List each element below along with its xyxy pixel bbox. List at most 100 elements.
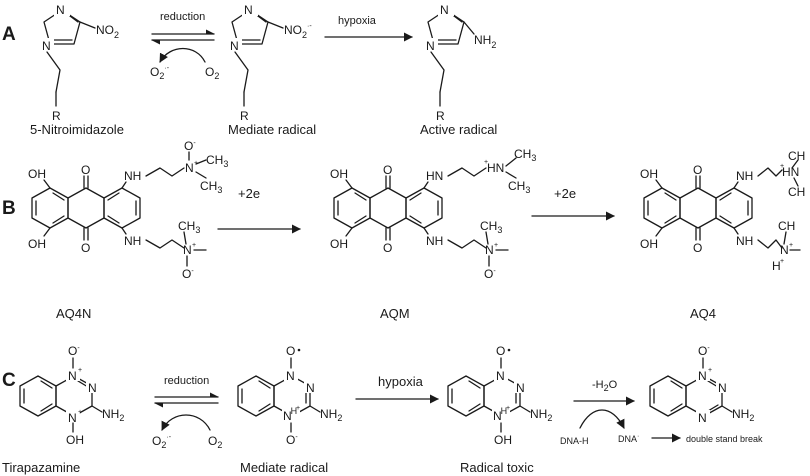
svg-text:O: O (693, 241, 702, 255)
hypoxia-arrow-a: hypoxia (324, 15, 413, 42)
compound-label-mediate-radical-c: Mediate radical (240, 460, 328, 475)
mediate-radical-c-structure: N N NH + O O- NH2 (237, 344, 342, 447)
compound-label-nitroimidazole: 5-Nitroimidazole (30, 122, 124, 137)
svg-text:O: O (693, 163, 702, 177)
svg-text:DNA·: DNA· (618, 433, 639, 444)
svg-text:N: N (88, 381, 97, 395)
svg-text:+: + (780, 163, 784, 170)
svg-text:CH3: CH3 (200, 179, 222, 195)
compound-label-aqm: AQM (380, 306, 410, 321)
nitroimidazole-structure: N N NO2 R (40, 2, 119, 123)
reduction-arrow-b2: +2e (531, 186, 615, 221)
svg-text:NH2: NH2 (530, 407, 552, 423)
svg-text:N: N (230, 39, 239, 53)
reduction-arrow-c: reduction O2·- O2 (152, 375, 222, 450)
svg-text:N: N (244, 3, 253, 17)
svg-text:NH: NH (124, 234, 141, 248)
svg-text:NH: NH (736, 169, 753, 183)
svg-text:hypoxia: hypoxia (338, 15, 377, 27)
svg-text:N: N (183, 243, 192, 257)
svg-text:N: N (306, 381, 315, 395)
tirapazamine-structure: N N N + + O- OH NH2 (19, 344, 124, 447)
svg-text:O2·-: O2·- (150, 65, 170, 81)
svg-text:CH: CH (788, 149, 805, 163)
svg-text:NH: NH (736, 234, 753, 248)
aqm-structure: O O OH OH HN HN + CH3 CH3 NH N + O- CH3 (330, 147, 536, 281)
compound-label-active-radical: Active radical (420, 122, 497, 137)
svg-text:NH: NH (493, 406, 507, 423)
svg-text:+2e: +2e (554, 186, 576, 201)
radical-toxic-structure: N N NH + O OH NH2 (447, 344, 552, 447)
svg-text:O-: O- (484, 267, 496, 281)
svg-text:HN: HN (487, 161, 504, 175)
svg-text:O: O (81, 163, 90, 177)
svg-text:hypoxia: hypoxia (378, 374, 424, 389)
svg-text:CH3: CH3 (480, 219, 502, 235)
svg-text:+: + (780, 258, 784, 265)
svg-text:O: O (286, 344, 295, 358)
hypoxia-arrow-c: hypoxia (355, 374, 439, 404)
svg-text:N: N (68, 369, 77, 383)
svg-text:O2·-: O2·- (152, 434, 172, 450)
benzotriazine-product-structure: N N N + O- NH2 (649, 344, 754, 425)
svg-text:CH: CH (788, 185, 805, 199)
svg-text:N: N (185, 161, 194, 175)
panel-letter-a: A (2, 24, 16, 45)
svg-text:H: H (772, 259, 781, 273)
svg-text:N: N (698, 411, 707, 425)
svg-text:OH: OH (640, 237, 658, 251)
compound-label-aq4n: AQ4N (56, 306, 91, 321)
svg-text:O-: O- (182, 267, 194, 281)
svg-text:O: O (383, 163, 392, 177)
svg-text:O: O (383, 241, 392, 255)
compound-label-tirapazamine: Tirapazamine (2, 460, 80, 475)
mediate-radical-a-structure: N N NO2·- R (228, 2, 312, 123)
svg-text:NH: NH (426, 234, 443, 248)
dehydration-arrow-c: -H2O DNA-H DNA· double stand break (560, 379, 763, 446)
svg-text:+: + (192, 242, 196, 249)
svg-text:R: R (240, 109, 249, 123)
svg-text:-H2O: -H2O (592, 379, 618, 393)
svg-text:HN: HN (426, 169, 443, 183)
compound-label-aq4: AQ4 (690, 306, 716, 321)
svg-text:NH: NH (124, 169, 141, 183)
svg-text:N: N (516, 381, 525, 395)
reduction-arrow-a: reduction O2·- O2 (150, 11, 219, 81)
svg-text:NH2: NH2 (102, 407, 124, 423)
svg-text:N: N (718, 381, 727, 395)
svg-text:reduction: reduction (160, 11, 205, 23)
svg-text:N: N (56, 3, 65, 17)
svg-text:OH: OH (28, 237, 46, 251)
svg-text:N: N (68, 411, 77, 425)
svg-text:O2: O2 (208, 434, 222, 450)
svg-text:OH: OH (330, 237, 348, 251)
svg-text:+: + (78, 409, 82, 416)
svg-text:DNA-H: DNA-H (560, 436, 589, 446)
svg-text:NH2: NH2 (320, 407, 342, 423)
svg-text:NO2·-: NO2·- (284, 23, 312, 40)
svg-text:O-: O- (184, 139, 196, 153)
svg-text:+: + (506, 405, 510, 412)
svg-text:NH2: NH2 (474, 33, 496, 50)
svg-text:+: + (296, 405, 300, 412)
svg-text:O: O (81, 241, 90, 255)
svg-text:HN: HN (782, 165, 799, 179)
aq4-structure: O O OH OH NH HN + CH CH NH N + H + CH (640, 149, 805, 273)
svg-text:double stand break: double stand break (686, 434, 763, 444)
svg-text:N: N (286, 369, 295, 383)
svg-text:O-: O- (698, 344, 710, 358)
svg-text:+: + (78, 367, 82, 374)
svg-text:O2: O2 (205, 65, 219, 81)
reduction-arrow-b1: +2e (217, 186, 301, 234)
svg-text:CH3: CH3 (178, 219, 200, 235)
svg-text:+: + (789, 242, 793, 249)
svg-text:CH3: CH3 (206, 153, 228, 169)
active-radical-structure: N N NH2 R (424, 2, 496, 123)
svg-text:OH: OH (28, 167, 46, 181)
svg-text:O: O (496, 344, 505, 358)
svg-text:N: N (780, 243, 789, 257)
svg-text:NH2: NH2 (732, 407, 754, 423)
svg-text:N: N (42, 39, 51, 53)
svg-text:CH: CH (778, 219, 795, 233)
